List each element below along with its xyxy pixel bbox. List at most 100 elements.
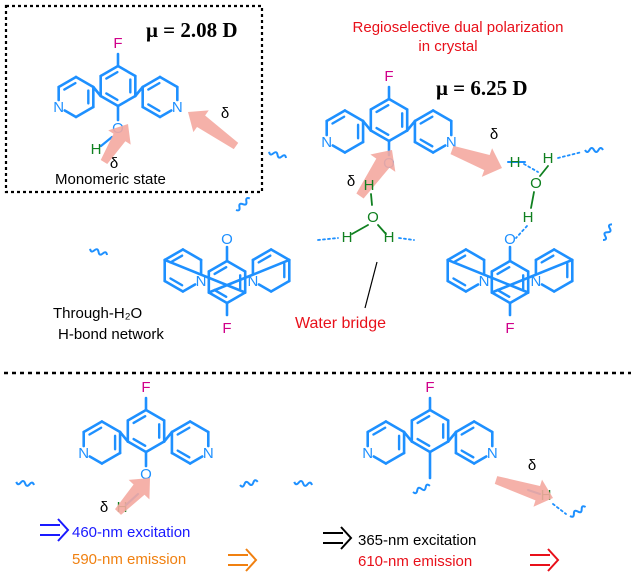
monomer-left-pyridine-inner-bond: [63, 81, 77, 91]
bottom-left-link-left: [118, 430, 130, 443]
monomer-central-ring-inner-bond: [105, 92, 119, 102]
bottom-left-dipole-arrow: [114, 478, 150, 515]
bottom-left-left-pyridine-bond: [88, 455, 104, 465]
monomer-central-ring-inner-bond: [105, 70, 119, 80]
monomer-hydrogen-atom: H: [91, 141, 102, 158]
crystal-top-right-wave: [584, 147, 604, 153]
crystal-top-central-ring-inner-bond: [375, 104, 390, 114]
monomer-dipole-arrow-right: [188, 110, 239, 150]
bottom-right-central-ring-bond: [428, 440, 450, 454]
crystal-top-left-pyridine-bond: [343, 140, 365, 154]
water-right-hydrogen-2: H: [523, 209, 534, 226]
bottom-left-right-pyridine-bond: [188, 420, 210, 434]
crystal-top-left-pyridine-inner-bond: [331, 115, 346, 125]
crystal-top-right-pyridine-bond: [431, 144, 447, 154]
monomer-delta-o: δ: [110, 155, 118, 172]
monomer-right-pyridine-bond: [158, 109, 173, 119]
monomer-left-pyridine-n-atom: N: [53, 99, 64, 116]
bottom-right-h-wave: [569, 505, 587, 518]
bottom-right-link-left: [402, 430, 414, 443]
bottom-left-central-ring-bond: [126, 440, 148, 454]
bottom-left-central-ring-bond: [144, 408, 166, 422]
monomer-central-ring-bond: [99, 94, 120, 108]
water-bridge-bond-left: [351, 224, 369, 235]
crystal-left-wave: [89, 248, 108, 256]
crystal-top-left-pyridine-bond: [343, 109, 365, 123]
water-bridge-hydrogen-right: H: [384, 229, 395, 246]
right-excitation-text: 365-nm excitation: [358, 532, 476, 549]
bottom-right-central-ring-bond: [410, 408, 432, 422]
monomer-right-pyridine-n-atom: N: [172, 99, 183, 116]
network-label-line1: Through-H₂O: [53, 305, 142, 322]
monomer-link-right: [134, 85, 144, 98]
crystal-right-link-right: [490, 258, 574, 294]
crystal-left-left-pyridine-bond: [181, 283, 197, 293]
bottom-left-right-pyridine-bond: [170, 420, 192, 434]
water-bridge-oxygen: O: [367, 209, 379, 226]
bottom-left-link-right: [162, 430, 174, 443]
crystal-right-central-ring-inner-bond: [496, 266, 511, 276]
water-right-oxygen: O: [530, 175, 542, 192]
crystal-top-central-ring-bond: [369, 129, 391, 143]
crystal-top-right-pyridine-n-atom: N: [446, 134, 457, 151]
water-right-bond-2: [530, 191, 535, 209]
bottom-left-left-pyridine-bond: [100, 451, 122, 465]
bottom-right-right-pyridine-bond: [454, 451, 476, 465]
monomer-right-pyridine-inner-bond: [147, 103, 161, 113]
bottom-right-link-right: [446, 430, 458, 443]
bottom-right-left-pyridine-n-atom: N: [362, 445, 373, 462]
hbond-dashed-center-right: [398, 237, 415, 241]
crystal-left-right-pyridine-n-atom: N: [247, 273, 258, 290]
bottom-left-right-pyridine-inner-bond: [176, 426, 191, 436]
crystal-left-central-ring-inner-bond: [213, 266, 228, 276]
monomer-oh-bond: [99, 135, 114, 148]
crystal-left-left-pyridine-bond: [181, 248, 203, 262]
bottom-left-right-pyridine-bond: [188, 455, 204, 465]
crystal-right-central-ring-bond: [508, 259, 530, 273]
crystal-right-oxygen-atom: O: [504, 231, 516, 248]
bottom-right-central-ring-inner-bond: [416, 437, 431, 447]
bottom-left-central-ring-bond: [126, 408, 148, 422]
monomer-central-ring-bond: [116, 64, 137, 78]
crystal-left-o-wave: [235, 197, 251, 212]
bottom-right-left-pyridine-bond: [384, 420, 406, 434]
crystal-left-central-ring-bond: [207, 291, 229, 305]
crystal-right-left-pyridine-bond: [446, 279, 468, 293]
monomer-dipole: μ = 2.08 D: [146, 18, 238, 42]
bottom-right-right-pyridine-bond: [472, 420, 494, 434]
bottom-left-left-pyridine-n-atom: N: [78, 445, 89, 462]
crystal-top-right-pyridine-bond: [413, 109, 435, 123]
crystal-top-left-pyridine-bond: [331, 144, 347, 154]
monomer-left-pyridine-bond: [74, 105, 95, 119]
crystal-left-left-pyridine-inner-bond: [169, 254, 184, 264]
water-bridge-pointer: [364, 261, 378, 309]
crystal-left-central-ring-bond: [207, 259, 229, 273]
crystal-right-central-ring-bond: [490, 291, 512, 305]
crystal-right-left-pyridine-bond: [464, 248, 486, 262]
crystal-top-left-wave: [268, 151, 287, 159]
crystal-top-right-pyridine-inner-bond: [419, 138, 434, 148]
monomer-dipole-arrow-left: [100, 124, 131, 165]
water-bridge-bond-right: [377, 224, 387, 235]
crystal-left-central-ring-bond: [225, 259, 247, 273]
bottom-left-central-ring-bond: [144, 440, 166, 454]
crystal-top-central-ring-bond: [369, 97, 391, 111]
crystal-right-left-pyridine-inner-bond: [452, 277, 467, 287]
monomer-delta-n: δ: [221, 105, 229, 122]
crystal-top-dipole-arrow-o: [356, 150, 396, 199]
bottom-right-left-pyridine-inner-bond: [372, 426, 387, 436]
crystal-left-left-pyridine-bond: [163, 248, 185, 262]
bottom-left-central-ring-inner-bond: [132, 415, 147, 425]
excitation-arrow-icon-right: [323, 526, 353, 550]
crystal-right-right-pyridine-bond: [540, 283, 556, 293]
bottom-left-left-pyridine-bond: [100, 420, 122, 434]
monomer-caption: Monomeric state: [55, 171, 166, 188]
bottom-left-oxygen-atom: O: [140, 466, 152, 483]
crystal-left-right-pyridine-bond: [269, 248, 291, 262]
crystal-left-link-right: [207, 258, 291, 294]
crystal-top-fluorine-atom: F: [384, 68, 393, 85]
crystal-right-central-ring-bond: [508, 291, 530, 305]
bottom-left-wave-right: [239, 479, 259, 488]
bottom-left-fluorine-atom: F: [141, 379, 150, 396]
crystal-left-central-ring-bond: [225, 291, 247, 305]
